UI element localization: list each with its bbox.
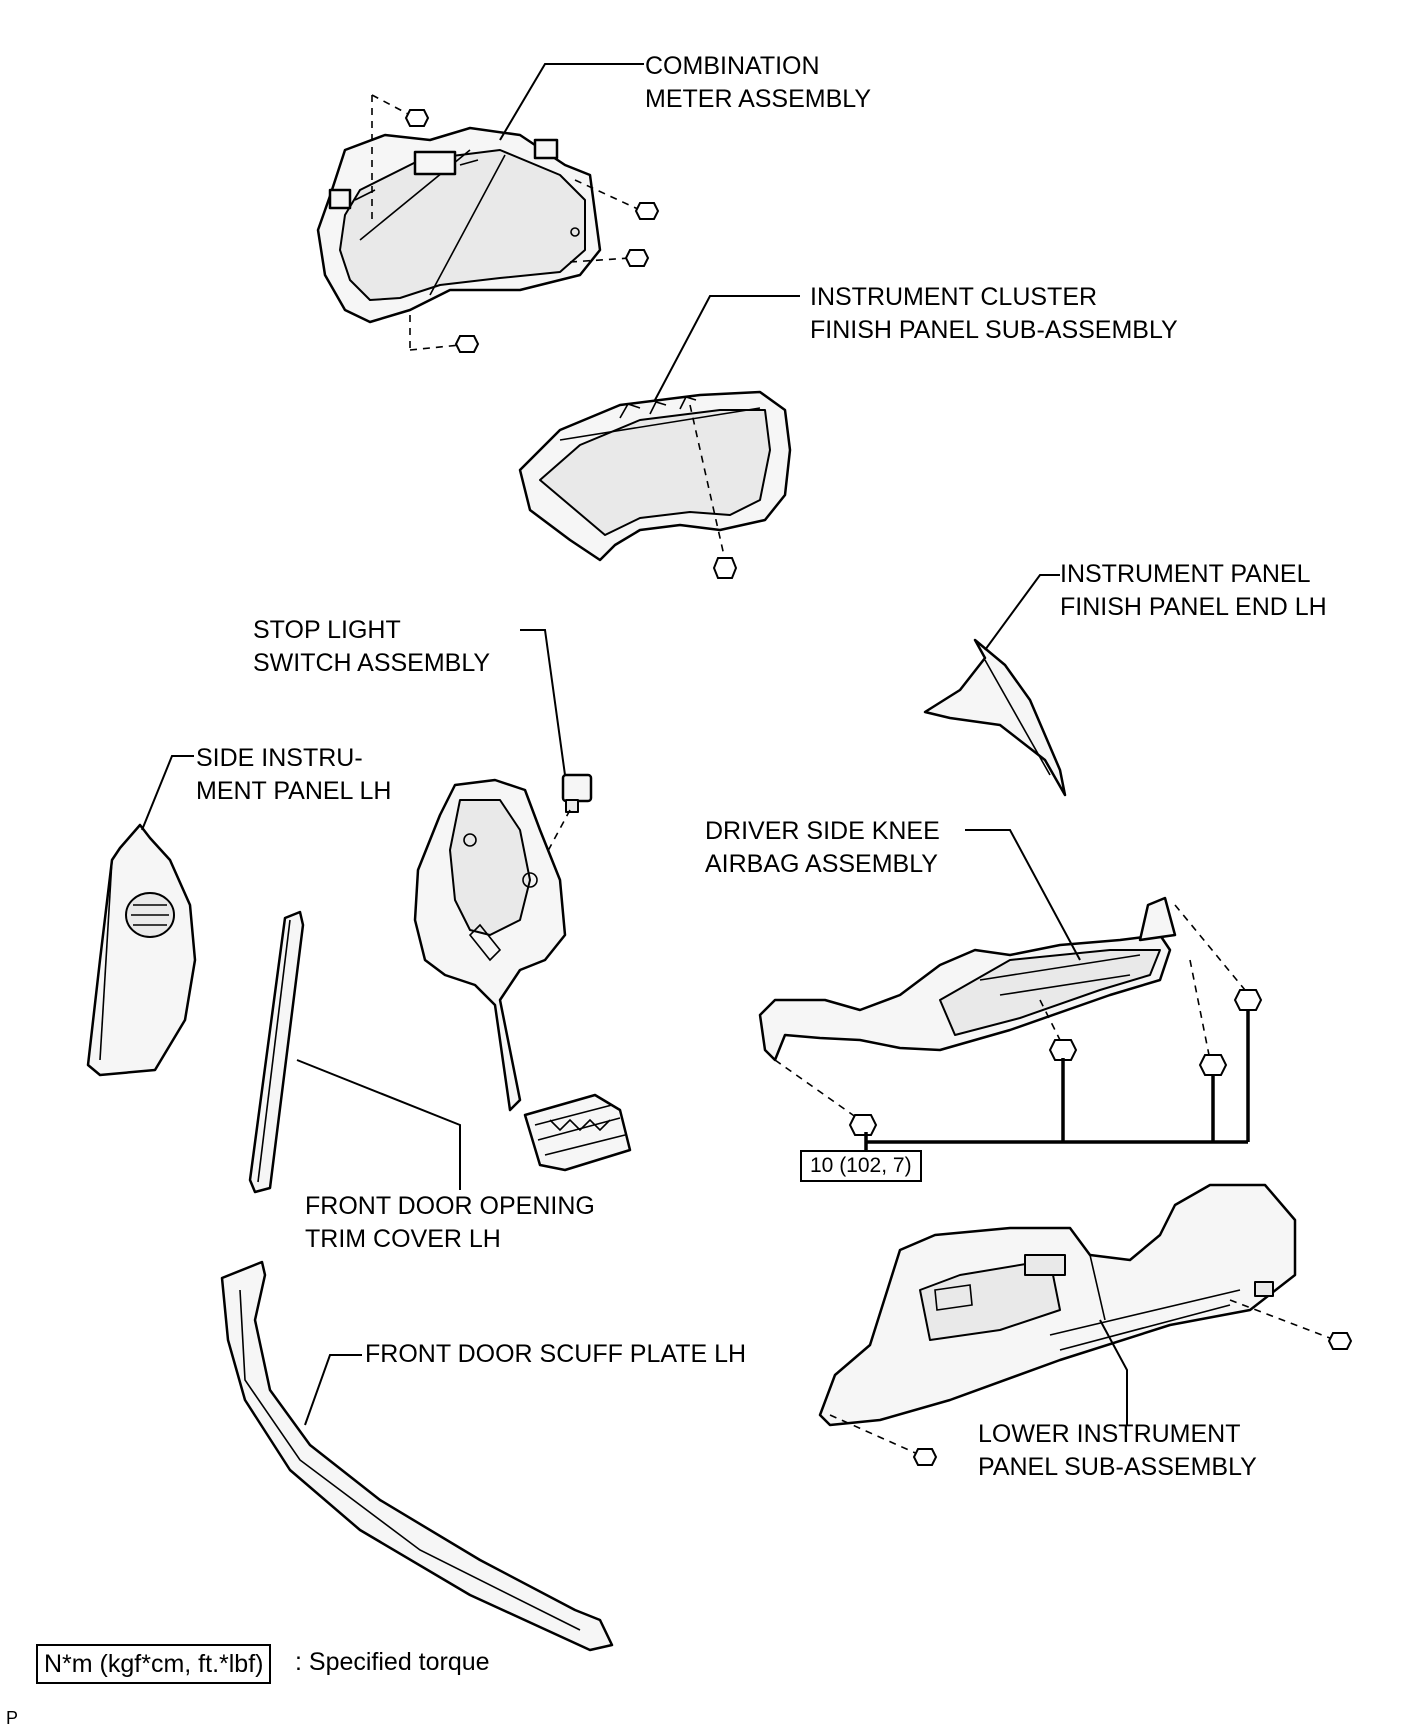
label-line-2: FINISH PANEL SUB-ASSEMBLY xyxy=(810,316,1178,344)
side-instrument-panel xyxy=(86,823,197,1077)
label-line-2: TRIM COVER LH xyxy=(305,1225,501,1253)
stop-light-switch xyxy=(534,773,593,876)
label-line-1: INSTRUMENT CLUSTER xyxy=(810,283,1098,311)
label-knee-airbag: DRIVER SIDE KNEE AIRBAG ASSEMBLY xyxy=(705,815,940,881)
torque-spec-box: 10 (102, 7) xyxy=(800,1150,922,1182)
label-line-2: SWITCH ASSEMBLY xyxy=(253,649,491,677)
label-line-1: COMBINATION xyxy=(645,52,820,80)
lower-instrument-panel xyxy=(818,1183,1353,1466)
combination-meter-assembly xyxy=(316,126,602,324)
leader-lines xyxy=(141,63,1128,1426)
legend-unit-box: N*m (kgf*cm, ft.*lbf) xyxy=(36,1644,272,1684)
label-line-1: STOP LIGHT xyxy=(253,616,401,644)
cluster-finish-panel xyxy=(518,390,792,579)
legend-description: : Specified torque xyxy=(295,1648,490,1676)
label-line-1: SIDE INSTRU- xyxy=(196,744,363,772)
label-line-2: MENT PANEL LH xyxy=(196,777,392,805)
label-combination-meter-assembly: COMBINATION METER ASSEMBLY xyxy=(645,50,871,116)
label-line-2: AIRBAG ASSEMBLY xyxy=(705,850,938,878)
label-side-instrument-panel: SIDE INSTRU- MENT PANEL LH xyxy=(196,742,391,808)
figure-code: P xyxy=(6,1708,19,1728)
label-line-1: INSTRUMENT PANEL xyxy=(1060,560,1311,588)
label-line-1: LOWER INSTRUMENT xyxy=(978,1420,1241,1448)
label-line-2: PANEL SUB-ASSEMBLY xyxy=(978,1453,1257,1481)
label-cluster-finish-panel: INSTRUMENT CLUSTER FINISH PANEL SUB-ASSE… xyxy=(810,281,1178,347)
scuff-plate xyxy=(220,1260,614,1652)
label-scuff-plate: FRONT DOOR SCUFF PLATE LH xyxy=(365,1338,746,1371)
label-line-2: FINISH PANEL END LH xyxy=(1060,593,1327,621)
finish-panel-end xyxy=(923,638,1067,797)
label-door-opening-trim: FRONT DOOR OPENING TRIM COVER LH xyxy=(305,1190,595,1256)
knee-airbag-assembly xyxy=(758,896,1263,1162)
brake-pedal-assembly xyxy=(413,778,632,1172)
label-line-2: METER ASSEMBLY xyxy=(645,85,871,113)
meter-screws xyxy=(371,94,660,353)
label-line-1: DRIVER SIDE KNEE xyxy=(705,817,940,845)
door-opening-trim-cover xyxy=(248,910,305,1194)
label-line-1: FRONT DOOR SCUFF PLATE LH xyxy=(365,1340,747,1368)
label-finish-panel-end: INSTRUMENT PANEL FINISH PANEL END LH xyxy=(1060,558,1327,624)
label-line-1: FRONT DOOR OPENING xyxy=(305,1192,595,1220)
label-stop-light-switch: STOP LIGHT SWITCH ASSEMBLY xyxy=(253,614,490,680)
label-lower-instrument-panel: LOWER INSTRUMENT PANEL SUB-ASSEMBLY xyxy=(978,1418,1257,1484)
